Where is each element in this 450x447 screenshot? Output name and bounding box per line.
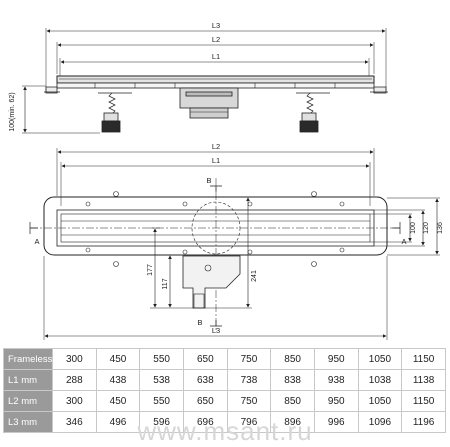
- right-flange: [373, 86, 387, 94]
- table-cell: 750: [226, 390, 272, 412]
- table-cell: 550: [139, 390, 184, 412]
- table-cell: 450: [95, 390, 141, 412]
- left-foot: [98, 92, 132, 133]
- table-cell: 496: [95, 411, 141, 433]
- table-cell: 438: [95, 369, 141, 391]
- table-cell: 300: [52, 390, 97, 412]
- table-row: Frameless 300 450 550 650 750 850 950 10…: [3, 348, 446, 370]
- outlet-body: [179, 87, 239, 109]
- row-label: L1 mm: [3, 369, 53, 391]
- channel-body: [56, 75, 375, 84]
- row-label: L3 mm: [3, 411, 53, 433]
- dim-label-l1-top: L1: [212, 156, 220, 165]
- dim-label-l2-top: L2: [212, 142, 220, 151]
- size-table: Frameless 300 450 550 650 750 850 950 10…: [3, 348, 446, 433]
- table-cell: 850: [270, 390, 315, 412]
- left-flange: [45, 86, 58, 94]
- dim-label-l2-side: L2: [212, 35, 220, 44]
- table-cell: 538: [139, 369, 184, 391]
- table-cell: 950: [313, 390, 359, 412]
- table-cell: 638: [182, 369, 228, 391]
- table-cell: 288: [52, 369, 97, 391]
- dim-label-l1-side: L1: [212, 52, 220, 61]
- section-mark-b-bottom: B: [197, 318, 202, 327]
- dim-label-height: 100(min. 62): [9, 92, 16, 131]
- row-label: Frameless: [3, 348, 53, 370]
- watermark: www.msant.ru: [137, 416, 313, 446]
- row-label: L2 mm: [3, 390, 53, 412]
- right-foot: [296, 92, 330, 133]
- dim-label-136: 136: [437, 222, 444, 234]
- table-cell: 450: [95, 348, 141, 370]
- table-cell: 550: [139, 348, 184, 370]
- dim-label-l3-side: L3: [212, 21, 220, 30]
- table-cell: 1150: [401, 348, 446, 370]
- dim-label-120: 120: [423, 222, 430, 234]
- top-view: [29, 148, 440, 340]
- technical-drawing: L3 L2 L1 100(min. 62): [9, 21, 444, 340]
- table-cell: 1096: [357, 411, 403, 433]
- table-cell: 1038: [357, 369, 403, 391]
- table-cell: 300: [52, 348, 97, 370]
- table-cell: 938: [313, 369, 359, 391]
- section-mark-a-left: A: [34, 237, 39, 246]
- section-mark-a-right: A: [401, 237, 406, 246]
- table-cell: 838: [270, 369, 315, 391]
- table-row: L3 mm 346 496 596 696 796 896 996 1096 1…: [3, 411, 446, 433]
- section-mark-b-top: B: [206, 176, 211, 185]
- screw-holes: [85, 191, 345, 267]
- table-cell: 950: [313, 348, 359, 370]
- outlet-top: [182, 255, 241, 309]
- table-cell: 650: [182, 390, 228, 412]
- drain-outline: [43, 196, 388, 256]
- side-view: [22, 28, 388, 134]
- table-cell: 1196: [401, 411, 446, 433]
- table-cell: 1050: [357, 348, 403, 370]
- dim-label-100: 100: [410, 222, 417, 234]
- dim-label-l3-bottom: L3: [212, 326, 220, 335]
- table-cell: 850: [270, 348, 315, 370]
- table-cell: 738: [226, 369, 272, 391]
- dim-label-117: 117: [162, 278, 169, 289]
- table-row: L1 mm 288 438 538 638 738 838 938 1038 1…: [3, 369, 446, 391]
- dim-label-177: 177: [147, 264, 154, 276]
- table-cell: 650: [182, 348, 228, 370]
- table-cell: 1138: [401, 369, 446, 391]
- table-cell: 1050: [357, 390, 403, 412]
- table-row: L2 mm 300 450 550 650 750 850 950 1050 1…: [3, 390, 446, 412]
- table-cell: 1150: [401, 390, 446, 412]
- dim-label-241: 241: [251, 270, 258, 282]
- table-cell: 750: [226, 348, 272, 370]
- table-cell: 346: [52, 411, 97, 433]
